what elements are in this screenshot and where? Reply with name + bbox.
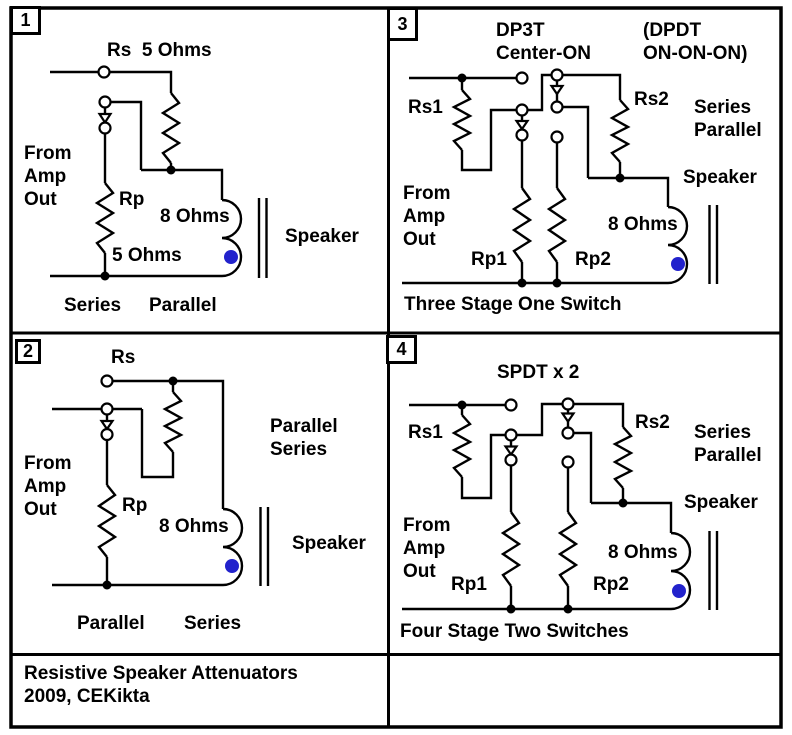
panel-4-number-badge: 4: [386, 335, 417, 364]
panel-1-caption-parallel: Parallel: [149, 295, 217, 316]
resistor-rs2-icon: [612, 426, 634, 489]
panel-4-source-label: From Amp Out: [403, 515, 451, 582]
resistor-rs-icon: [160, 92, 182, 164]
footer-title: Resistive Speaker Attenuators: [24, 663, 298, 684]
panel-4-rs2-label: Rs2: [635, 412, 670, 433]
panel-4-rp2-label: Rp2: [593, 574, 629, 595]
panel-1-title: Rs 5 Ohms: [107, 40, 212, 61]
resistor-rp1-icon: [500, 511, 522, 587]
switch-contacts-icon: [97, 65, 113, 135]
panel-2-source-label: From Amp Out: [24, 453, 72, 520]
junction-dots: [457, 400, 628, 614]
panel-3-caption: Three Stage One Switch: [404, 294, 622, 315]
panel-3-rs1-label: Rs1: [408, 97, 443, 118]
speaker-plus-terminal-dot: [224, 250, 238, 264]
panel-1-tap-label: 5 Ohms: [112, 245, 182, 266]
resistor-rp1-icon: [511, 187, 533, 263]
speaker-terminal-bars-icon: [708, 205, 719, 284]
panel-2-caption-series: Series: [184, 613, 242, 634]
panel-2-rp-label: Rp: [122, 495, 148, 516]
switch-contacts-icon: [514, 68, 565, 144]
junction-dots: [100, 165, 176, 281]
panel-3-source-label: From Amp Out: [403, 183, 451, 250]
footer-credit: 2009, CEKikta: [24, 686, 150, 707]
panel-4-title: SPDT x 2: [497, 362, 580, 383]
panel-3-rp1-label: Rp1: [471, 249, 507, 270]
resistor-rp2-icon: [557, 511, 579, 587]
panel-3-number-badge: 3: [387, 7, 418, 41]
panel-1-impedance-label: 8 Ohms: [160, 206, 230, 227]
panel-1-rp-label: Rp: [119, 189, 145, 210]
panel-3-rs2-label: Rs2: [634, 89, 669, 110]
speaker-icon: [667, 205, 689, 285]
speaker-icon: [221, 198, 243, 278]
panel-3-mode-label: Series Parallel: [694, 97, 762, 141]
panel-1-caption-series: Series: [64, 295, 122, 316]
speaker-terminal-bars-icon: [257, 198, 268, 278]
panel-2-impedance-label: 8 Ohms: [159, 516, 229, 537]
panel-1-circuit: [50, 65, 268, 281]
speaker-icon: [670, 531, 692, 611]
speaker-icon: [222, 507, 244, 587]
panel-3-speaker-label: Speaker: [683, 167, 757, 188]
panel-3-rp2-label: Rp2: [575, 249, 611, 270]
panel-3-subtitle: (DPDT ON-ON-ON): [643, 20, 748, 64]
panel-4-impedance-label: 8 Ohms: [608, 542, 678, 563]
resistor-rs-icon: [162, 391, 184, 453]
panel-4-mode-label: Series Parallel: [694, 422, 762, 466]
panel-2-circuit: [52, 374, 270, 590]
panel-4-rp1-label: Rp1: [451, 574, 487, 595]
panel-4-circuit: [402, 397, 719, 614]
resistor-rp-icon: [96, 484, 118, 558]
speaker-plus-terminal-dot: [672, 584, 686, 598]
panel-2-mode-label: Parallel Series: [270, 416, 338, 460]
speaker-plus-terminal-dot: [671, 257, 685, 271]
panel-1-number-badge: 1: [10, 6, 41, 35]
speaker-plus-terminal-dot: [225, 559, 239, 573]
panel-2-title: Rs: [111, 347, 136, 368]
junction-dots: [457, 73, 625, 288]
junction-dots: [102, 376, 178, 590]
resistor-rp-icon: [94, 182, 116, 254]
speaker-terminal-bars-icon: [259, 507, 270, 586]
panel-1-source-label: From Amp Out: [24, 143, 72, 210]
panel-3-impedance-label: 8 Ohms: [608, 214, 678, 235]
resistor-rp2-icon: [546, 187, 568, 263]
resistor-rs2-icon: [609, 99, 631, 163]
resistor-rs1-icon: [451, 89, 473, 151]
speaker-terminal-bars-icon: [708, 531, 719, 610]
panel-2-number-badge: 2: [15, 339, 41, 364]
panel-4-caption: Four Stage Two Switches: [400, 621, 629, 642]
switch-contacts-icon: [503, 397, 576, 469]
panel-4-speaker-label: Speaker: [684, 492, 758, 513]
panel-1-speaker-label: Speaker: [285, 226, 359, 247]
panel-4-rs1-label: Rs1: [408, 422, 443, 443]
panel-3-circuit: [402, 68, 719, 288]
panel-2-speaker-label: Speaker: [292, 533, 366, 554]
panel-3-title: DP3T Center-ON: [496, 20, 592, 64]
resistor-rs1-icon: [451, 414, 473, 478]
panel-2-caption-parallel: Parallel: [77, 613, 145, 634]
switch-contacts-icon: [99, 374, 115, 442]
